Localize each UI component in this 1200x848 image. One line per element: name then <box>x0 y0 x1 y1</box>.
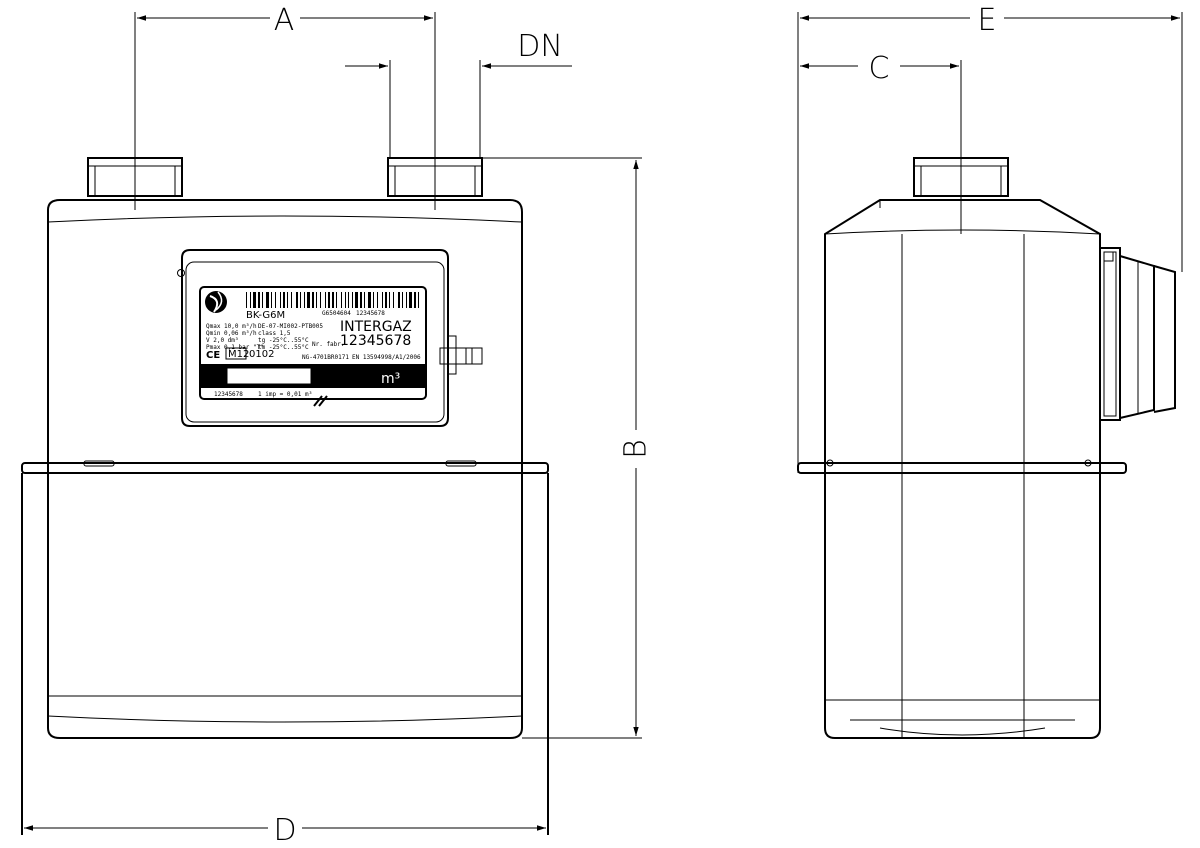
dimension-d: D <box>24 813 546 848</box>
barcode-bar <box>325 292 326 308</box>
barcode-bar <box>406 292 407 308</box>
barcode-bar <box>360 292 362 308</box>
temp-gas-label: tg -25°C..55°C <box>258 337 309 344</box>
barcode-bar <box>275 292 276 308</box>
qmin-label: Qmin 0,06 m³/h <box>206 330 257 337</box>
barcode-bar <box>348 292 349 308</box>
barcode-bar <box>402 292 403 308</box>
side-register-housing <box>1099 247 1176 421</box>
dimension-e-label: E <box>978 3 997 38</box>
barcode-bar <box>304 292 305 308</box>
side-view: C E <box>797 3 1183 739</box>
standard-label: EN 13594998/A1/2006 <box>352 354 421 361</box>
dimension-d-label: D <box>273 813 296 848</box>
barcode-bar <box>409 292 412 308</box>
barcode-bar <box>296 292 298 308</box>
barcode-bar <box>280 292 281 308</box>
barcode-bar <box>377 292 378 308</box>
barcode-bar <box>398 292 400 308</box>
barcode-bar <box>307 292 310 308</box>
barcode-bar <box>320 292 321 308</box>
impulse-label: 1 imp = 0,01 m³ <box>258 391 312 398</box>
metrology-mark: M12 <box>228 349 249 360</box>
impulse-marker <box>313 395 328 407</box>
barcode-bar <box>287 292 288 308</box>
barcode-bar <box>253 292 256 308</box>
barcode-bar <box>414 292 416 308</box>
dimension-b: B <box>482 157 654 739</box>
barcode-bar <box>250 292 251 308</box>
manufacturer-label: INTERGAZ <box>340 319 412 335</box>
ce-mark: CE <box>206 350 220 361</box>
barcode-bar <box>418 292 419 308</box>
side-mounting-strap <box>797 459 1127 474</box>
barcode-bar <box>316 292 317 308</box>
counter-register: m³ <box>201 364 425 388</box>
approval-label: DE-07-MI002-PTB005 <box>258 323 323 330</box>
class-label: class 1,5 <box>258 330 291 337</box>
barcode-bar <box>262 292 263 308</box>
barcode-text-1: G6504604 <box>322 310 351 317</box>
dimension-e: E <box>800 3 1183 272</box>
barcode-bar <box>393 292 394 308</box>
barcode-bar <box>332 292 334 308</box>
barcode-bar <box>246 292 247 308</box>
fabr-label: Nr. fabr. <box>312 341 345 348</box>
dimension-c-label: C <box>869 51 890 86</box>
barcode-bar <box>368 292 371 308</box>
barcode-bar <box>352 292 353 308</box>
barcode-bar <box>341 292 342 308</box>
bottom-serial-label: 12345678 <box>214 391 243 398</box>
dimension-c: C <box>797 12 959 473</box>
mounting-strap <box>21 460 549 835</box>
barcode-bar <box>385 292 387 308</box>
dimension-dn: DN <box>345 29 572 158</box>
barcode-bar <box>345 292 346 308</box>
barcode-bar <box>300 292 301 308</box>
barcode <box>246 292 419 308</box>
barcode-bar <box>258 292 260 308</box>
meter-body <box>47 199 523 739</box>
manufacturer-logo-icon <box>205 291 227 313</box>
barcode-bar <box>328 292 330 308</box>
dimension-dn-label: DN <box>517 29 563 64</box>
barcode-bar <box>382 292 383 308</box>
qmax-label: Qmax 10,0 m³/h <box>206 323 257 330</box>
barcode-bar <box>271 292 272 308</box>
barcode-bar <box>389 292 390 308</box>
dimension-a-label: A <box>274 3 295 38</box>
dimension-b-label: B <box>619 439 654 459</box>
model-label: BK-G6M <box>246 310 285 321</box>
barcode-bar <box>373 292 374 308</box>
barcode-text-2: 12345678 <box>356 310 385 317</box>
temp-meter-label: tm -25°C..55°C <box>258 344 309 351</box>
barcode-bar <box>312 292 314 308</box>
barcode-bar <box>336 292 337 308</box>
ng-code-label: NG-4701BR0171 <box>302 354 349 361</box>
barcode-bar <box>355 292 358 308</box>
side-body <box>824 199 1101 739</box>
unit-label: m³ <box>381 371 400 387</box>
barcode-bar <box>291 292 292 308</box>
barcode-bar <box>283 292 285 308</box>
barcode-bar <box>266 292 269 308</box>
front-view: G6504604 12345678 BK-G6M Qmax 10,0 m³/h … <box>21 3 654 848</box>
barcode-bar <box>364 292 365 308</box>
volume-label: V 2,0 dm³ <box>206 337 239 344</box>
dimension-a: A <box>134 3 436 210</box>
serial-label: 12345678 <box>340 333 411 349</box>
notified-body-label: 0102 <box>249 349 274 360</box>
nameplate: G6504604 12345678 BK-G6M Qmax 10,0 m³/h … <box>177 249 483 427</box>
